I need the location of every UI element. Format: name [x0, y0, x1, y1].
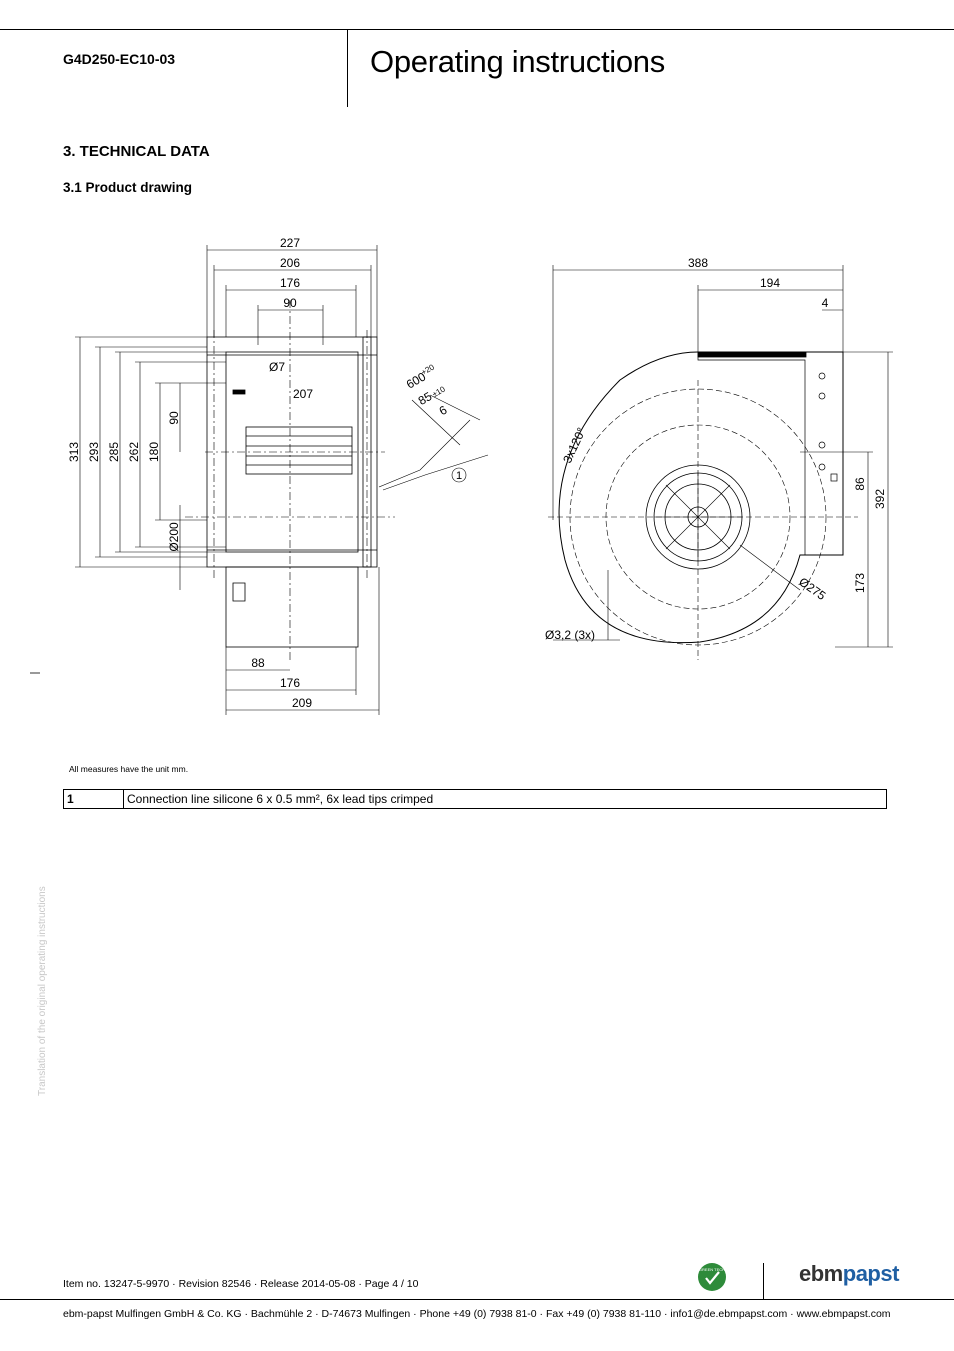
- section-heading: 3. TECHNICAL DATA: [63, 143, 210, 160]
- brand-logo-part1: ebm: [799, 1261, 843, 1286]
- footer-rule: [0, 1299, 954, 1300]
- label-d3-2: Ø3,2 (3x): [545, 628, 595, 642]
- side-note: Translation of the original operating in…: [37, 886, 48, 1096]
- dim-6: 6: [437, 403, 450, 419]
- dim-86: 86: [853, 477, 867, 491]
- product-drawing: 227 206 176 90 Ø7 207 313 293 285 262 18…: [30, 236, 893, 715]
- dim-392: 392: [873, 489, 887, 509]
- header-rule: [0, 29, 954, 30]
- green-tech-badge-icon: GREEN TECH: [698, 1263, 726, 1291]
- dim-176-top: 176: [280, 276, 300, 290]
- dim-88: 88: [251, 656, 265, 670]
- dim-180: 180: [147, 442, 161, 462]
- subsection-heading: 3.1 Product drawing: [63, 180, 193, 195]
- logo-divider: [763, 1263, 764, 1299]
- brand-logo: ebmpapst: [799, 1261, 899, 1287]
- dim-194: 194: [760, 276, 780, 290]
- label-3x120: 3x120°: [560, 425, 589, 465]
- model-number: G4D250-EC10-03: [63, 51, 176, 67]
- dim-176-bottom: 176: [280, 676, 300, 690]
- legend-row: 1 Connection line silicone 6 x 0.5 mm², …: [63, 789, 887, 809]
- label-d275: Ø275: [796, 575, 828, 603]
- dim-85: 85: [416, 389, 435, 408]
- dim-85-tolerance: ±10: [431, 384, 447, 399]
- brand-logo-part2: papst: [842, 1261, 900, 1286]
- item-info: Item no. 13247-5-9970 · Revision 82546 ·…: [63, 1278, 419, 1290]
- legend-text: Connection line silicone 6 x 0.5 mm², 6x…: [123, 789, 887, 809]
- header-divider: [347, 30, 348, 107]
- callout-1: 1: [456, 470, 462, 482]
- dim-209: 209: [292, 696, 312, 710]
- legend-table: 1 Connection line silicone 6 x 0.5 mm², …: [63, 789, 887, 809]
- dim-285: 285: [107, 442, 121, 462]
- dim-207: 207: [293, 387, 313, 401]
- unit-note: All measures have the unit mm.: [69, 764, 189, 774]
- legend-number: 1: [63, 789, 124, 809]
- dim-90-vertical: 90: [167, 411, 181, 425]
- dim-173: 173: [853, 573, 867, 593]
- dim-313: 313: [67, 442, 81, 462]
- footer-contact: ebm-papst Mulfingen GmbH & Co. KG · Bach…: [63, 1308, 891, 1320]
- dim-4: 4: [822, 296, 829, 310]
- dim-600-tolerance: +20: [420, 362, 437, 377]
- dim-d7: Ø7: [269, 360, 285, 374]
- badge-text: GREEN TECH: [699, 1267, 725, 1272]
- dim-388: 388: [688, 256, 708, 270]
- dim-206: 206: [280, 256, 300, 270]
- dim-227: 227: [280, 236, 300, 250]
- dim-d200: Ø200: [167, 522, 181, 552]
- dim-262: 262: [127, 442, 141, 462]
- dim-90-top: 90: [283, 296, 297, 310]
- page-title: Operating instructions: [370, 44, 665, 79]
- dim-293: 293: [87, 442, 101, 462]
